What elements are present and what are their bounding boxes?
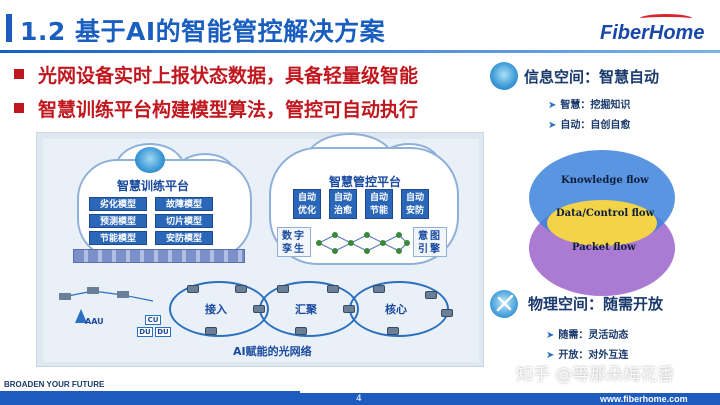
router-icon — [277, 285, 289, 293]
physical-space-item-label: 开放：对外互连 — [558, 350, 629, 361]
info-space-item-label: 自动：自创自愈 — [560, 120, 631, 131]
router-icon — [235, 285, 247, 293]
cu-box: CU — [145, 315, 161, 325]
venn-label-knowledge: Knowledge flow — [561, 175, 649, 186]
physical-space-title: 物理空间：随需开放 — [528, 295, 664, 313]
fiberhome-logo: FiberHome — [600, 22, 705, 44]
access-devices-graphic — [59, 287, 154, 323]
function-box: 自动治愈 — [329, 189, 357, 219]
ring-label-aggregation: 汇聚 — [295, 303, 317, 316]
wrench-icon — [496, 294, 514, 312]
arrow-icon: ➤ — [546, 330, 555, 341]
router-icon — [425, 291, 437, 299]
model-box: 劣化模型 — [89, 197, 147, 211]
router-icon — [387, 327, 399, 335]
architecture-diagram: 智慧训练平台 劣化模型 故障模型 预测模型 切片模型 节能模型 安防模型 智慧管… — [36, 132, 484, 367]
info-space-item: ➤自动：自创自愈 — [548, 116, 630, 131]
physical-space-item-label: 随需：灵活动态 — [558, 330, 629, 341]
footer-url: www.fiberhome.com — [600, 394, 688, 404]
bullet-point-2: 智慧训练平台构建模型算法，管控可自动执行 — [38, 99, 419, 121]
title-bar: 1.2 基于AI的智能管控解决方案 — [0, 8, 600, 50]
venn-overlap — [547, 200, 657, 246]
title-accent-bar — [6, 14, 12, 42]
router-icon — [187, 285, 199, 293]
router-icon — [327, 285, 339, 293]
bullet-square-icon — [14, 69, 24, 79]
aau-label: AAU — [85, 317, 104, 326]
physical-space-item: ➤开放：对外互连 — [546, 346, 628, 361]
mini-network-graphic — [316, 232, 410, 254]
bullet-point-1: 光网设备实时上报状态数据，具备轻量级智能 — [38, 65, 419, 87]
watermark: 知乎 @等那朵梅花香 — [516, 365, 675, 385]
ring-label-access: 接入 — [205, 303, 227, 316]
router-icon — [295, 327, 307, 335]
tools-icon — [490, 290, 518, 318]
info-space-title: 信息空间：智慧自动 — [524, 68, 660, 86]
footer-slogan: BROADEN YOUR FUTURE — [4, 380, 105, 389]
footer-line — [0, 391, 300, 393]
brain-icon — [135, 147, 165, 173]
router-icon — [253, 305, 265, 313]
digital-twin-box: 数字孪生 — [277, 227, 311, 257]
model-box: 预测模型 — [89, 214, 147, 228]
logo-swoosh-icon — [640, 14, 692, 23]
router-icon — [343, 305, 355, 313]
header-divider — [0, 50, 720, 53]
info-space-item-label: 智慧：挖掘知识 — [560, 100, 631, 111]
venn-label-data-control: Data/Control flow — [556, 208, 655, 219]
venn-label-packet: Packet flow — [572, 242, 636, 253]
function-box: 自动安防 — [401, 189, 429, 219]
model-box: 故障模型 — [155, 197, 213, 211]
arrow-icon: ➤ — [548, 120, 557, 131]
ring-label-core: 核心 — [385, 303, 407, 316]
function-box: 自动优化 — [293, 189, 321, 219]
model-box: 切片模型 — [155, 214, 213, 228]
physical-space-item: ➤随需：灵活动态 — [546, 326, 628, 341]
model-box: 安防模型 — [155, 231, 213, 245]
arrow-icon: ➤ — [546, 350, 555, 361]
router-icon — [441, 309, 453, 317]
footer-bar — [0, 393, 720, 405]
du-box: DU — [155, 327, 171, 337]
router-icon — [373, 285, 385, 293]
training-platform-title: 智慧训练平台 — [117, 179, 190, 193]
router-icon — [205, 327, 217, 335]
server-rack-graphic — [73, 249, 245, 263]
du-box: DU — [137, 327, 153, 337]
intent-engine-box: 意图引擎 — [413, 227, 447, 257]
info-space-item: ➤智慧：挖掘知识 — [548, 96, 630, 111]
function-box: 自动节能 — [365, 189, 393, 219]
page-title: 1.2 基于AI的智能管控解决方案 — [20, 17, 386, 46]
bullet-square-icon — [14, 103, 24, 113]
network-caption: AI赋能的光网络 — [233, 345, 312, 358]
control-platform-title: 智慧管控平台 — [329, 175, 402, 189]
arrow-icon: ➤ — [548, 100, 557, 111]
page-number: 4 — [356, 394, 362, 404]
brain-icon — [490, 62, 518, 90]
model-box: 节能模型 — [89, 231, 147, 245]
